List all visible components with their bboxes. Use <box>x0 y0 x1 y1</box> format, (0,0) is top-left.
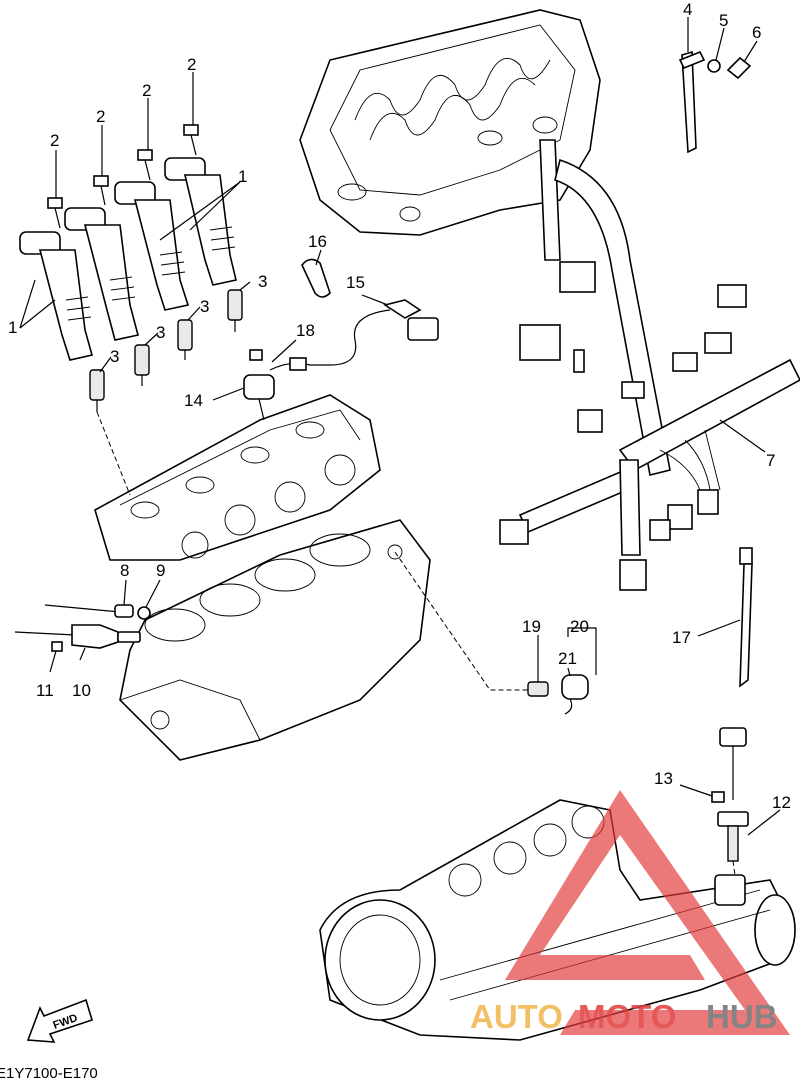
callout-12: 12 <box>772 793 791 812</box>
fwd-arrow: FWD <box>26 998 93 1043</box>
callout-13: 13 <box>654 769 673 788</box>
callout-2: 2 <box>187 55 196 74</box>
cylinder-head <box>94 394 381 561</box>
callout-17: 17 <box>672 628 691 647</box>
cam-position-sensor <box>243 349 275 421</box>
callout-15: 15 <box>346 273 365 292</box>
oil-pressure-switch <box>527 681 549 697</box>
callout-10: 10 <box>72 681 91 700</box>
ignition-coil <box>64 207 139 341</box>
callout-3: 3 <box>258 272 267 291</box>
leader-lines <box>19 17 781 876</box>
callout-7: 7 <box>766 451 775 470</box>
watermark-hub: HUB <box>706 998 778 1035</box>
spark-plug-group <box>89 289 243 412</box>
callout-5: 5 <box>719 11 728 30</box>
callout-2: 2 <box>50 131 59 150</box>
bolt-6 <box>726 56 752 80</box>
cable-tie <box>739 547 753 688</box>
callout-3: 3 <box>110 347 119 366</box>
crank-position-sensor <box>14 624 141 652</box>
callout-9: 9 <box>156 561 165 580</box>
sensor-bolt <box>711 791 725 803</box>
callout-1: 1 <box>8 318 17 337</box>
callout-8: 8 <box>120 561 129 580</box>
collar <box>707 59 721 73</box>
spark-plug <box>177 319 193 360</box>
cylinder-block <box>119 519 431 761</box>
callout-18: 18 <box>296 321 315 340</box>
watermark-logo: AUTO MOTO HUB <box>470 790 790 1035</box>
callout-3: 3 <box>156 323 165 342</box>
bolt <box>183 124 199 156</box>
callout-6: 6 <box>752 23 761 42</box>
spark-plug <box>227 289 243 332</box>
ignition-coil <box>164 157 237 286</box>
thermo-switch <box>561 674 589 715</box>
callout-3: 3 <box>200 297 209 316</box>
callout-labels: 1 1 2 2 2 2 3 3 3 3 4 5 6 7 8 9 10 11 12… <box>8 0 791 812</box>
ignition-coil-group <box>19 157 237 361</box>
bolt <box>47 197 63 229</box>
watermark-moto: MOTO <box>578 998 676 1035</box>
sensor-wire-harness <box>329 299 439 366</box>
callout-20: 20 <box>570 617 589 636</box>
bolt <box>93 175 109 206</box>
callout-4: 4 <box>683 0 692 19</box>
callout-1: 1 <box>238 167 247 186</box>
spark-plug <box>89 369 105 412</box>
coolant-temp-sensor <box>44 604 151 620</box>
ignition-coil <box>19 231 93 361</box>
bolt-group <box>47 124 199 229</box>
wire-harness <box>499 139 800 591</box>
sensor-lead <box>269 357 330 371</box>
callout-19: 19 <box>522 617 541 636</box>
harness-clamp <box>678 50 706 154</box>
callout-14: 14 <box>184 391 203 410</box>
callout-2: 2 <box>96 107 105 126</box>
hose-clip <box>301 258 331 298</box>
callout-16: 16 <box>308 232 327 251</box>
callout-21: 21 <box>558 649 577 668</box>
watermark-auto: AUTO <box>470 998 563 1035</box>
watermark-triangle <box>505 790 790 1035</box>
diagram-code: E1Y7100-E170 <box>0 1065 98 1080</box>
callout-11: 11 <box>36 681 54 700</box>
callout-2: 2 <box>142 81 151 100</box>
bolt <box>137 149 153 181</box>
ignition-coil <box>114 181 190 311</box>
spark-plug <box>134 344 150 386</box>
